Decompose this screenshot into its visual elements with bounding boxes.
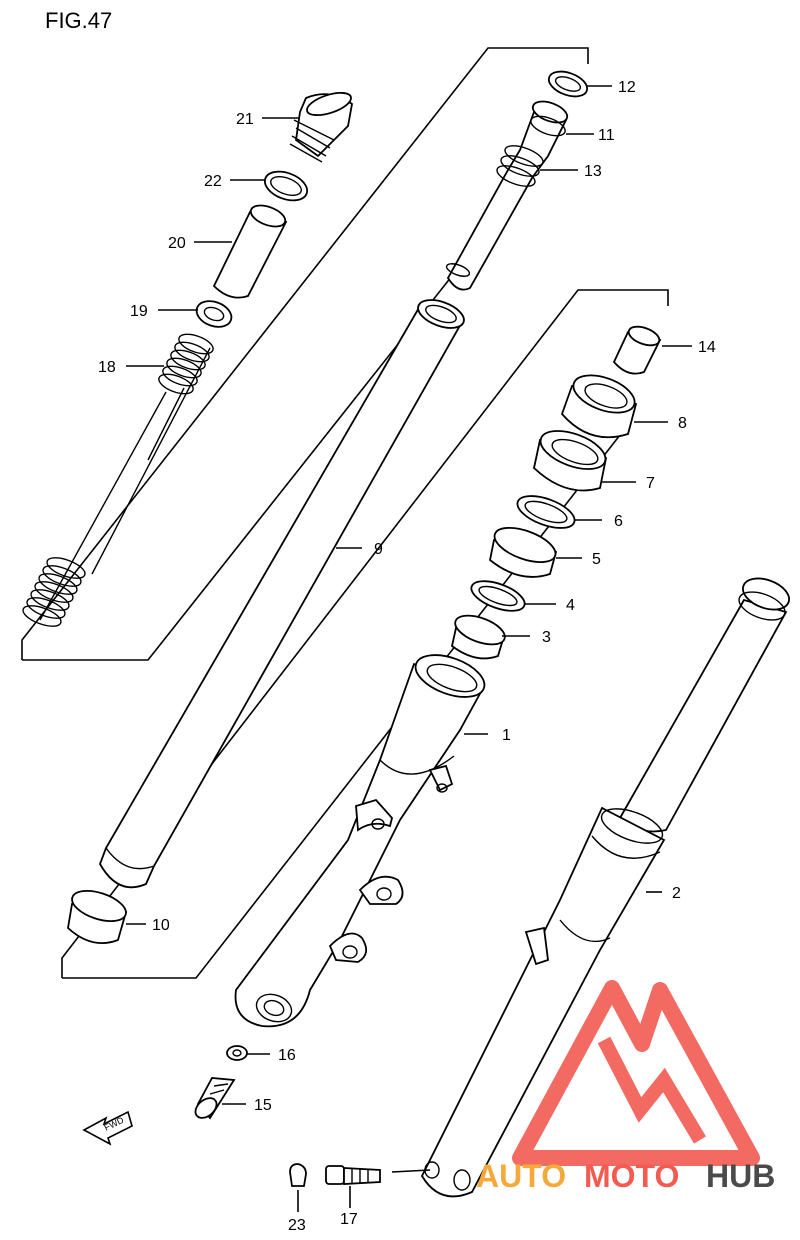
callout-19: 19 xyxy=(130,303,148,320)
watermark-logo xyxy=(512,980,760,1166)
callout-13: 13 xyxy=(584,163,602,180)
callout-22: 22 xyxy=(204,173,222,190)
retainer-part xyxy=(533,430,608,492)
callout-14: 14 xyxy=(698,339,716,356)
callout-7: 7 xyxy=(646,475,655,492)
watermark-text-moto: MOTO xyxy=(584,1158,679,1194)
callout-12: 12 xyxy=(618,79,636,96)
callout-18: 18 xyxy=(98,359,116,376)
damper-rod-part xyxy=(445,100,569,291)
leader-lines xyxy=(126,85,692,1212)
figure-title: FIG.47 xyxy=(45,8,112,33)
stop-ring-part xyxy=(516,495,576,529)
bushing-part xyxy=(67,890,128,944)
callout-23: 23 xyxy=(288,1217,306,1234)
callout-10: 10 xyxy=(152,917,170,934)
seal-washer-part xyxy=(470,580,526,612)
watermark-text-hub: HUB xyxy=(706,1158,775,1194)
callout-6: 6 xyxy=(614,513,623,530)
callout-20: 20 xyxy=(168,235,186,252)
fork-assembly-part xyxy=(420,577,790,1198)
callout-3: 3 xyxy=(542,629,551,646)
fwd-arrow-icon: FWD xyxy=(82,1110,133,1146)
inner-tube-part xyxy=(99,299,465,889)
outer-tube-part xyxy=(234,654,486,1028)
oil-seal-part xyxy=(489,526,558,578)
damper-bolt-part xyxy=(194,1077,236,1120)
callout-4: 4 xyxy=(566,597,575,614)
cap-plug-part xyxy=(289,1163,307,1187)
collar-part xyxy=(612,325,662,375)
drain-washer-part xyxy=(226,1045,248,1061)
callout-5: 5 xyxy=(592,551,601,568)
callout-16: 16 xyxy=(278,1047,296,1064)
spacer-tube-part xyxy=(212,204,288,299)
guide-bushing-part xyxy=(450,614,506,660)
callout-11: 11 xyxy=(598,127,615,144)
piston-ring-part xyxy=(547,70,589,98)
cap-bolt-part xyxy=(289,91,353,163)
group-outline-middle xyxy=(61,289,669,979)
o-ring-part xyxy=(263,170,309,202)
callout-2: 2 xyxy=(672,885,681,902)
axle-bolt-part xyxy=(325,1165,381,1185)
callout-21: 21 xyxy=(236,111,254,128)
watermark-text-auto: AUTO xyxy=(476,1158,566,1194)
washer-part xyxy=(195,300,233,328)
callout-9: 9 xyxy=(374,541,383,558)
callout-8: 8 xyxy=(678,415,687,432)
dust-seal-part xyxy=(560,374,638,439)
callout-1: 1 xyxy=(502,727,511,744)
fork-spring-part xyxy=(22,333,214,627)
callout-17: 17 xyxy=(340,1211,358,1228)
callout-15: 15 xyxy=(254,1097,272,1114)
